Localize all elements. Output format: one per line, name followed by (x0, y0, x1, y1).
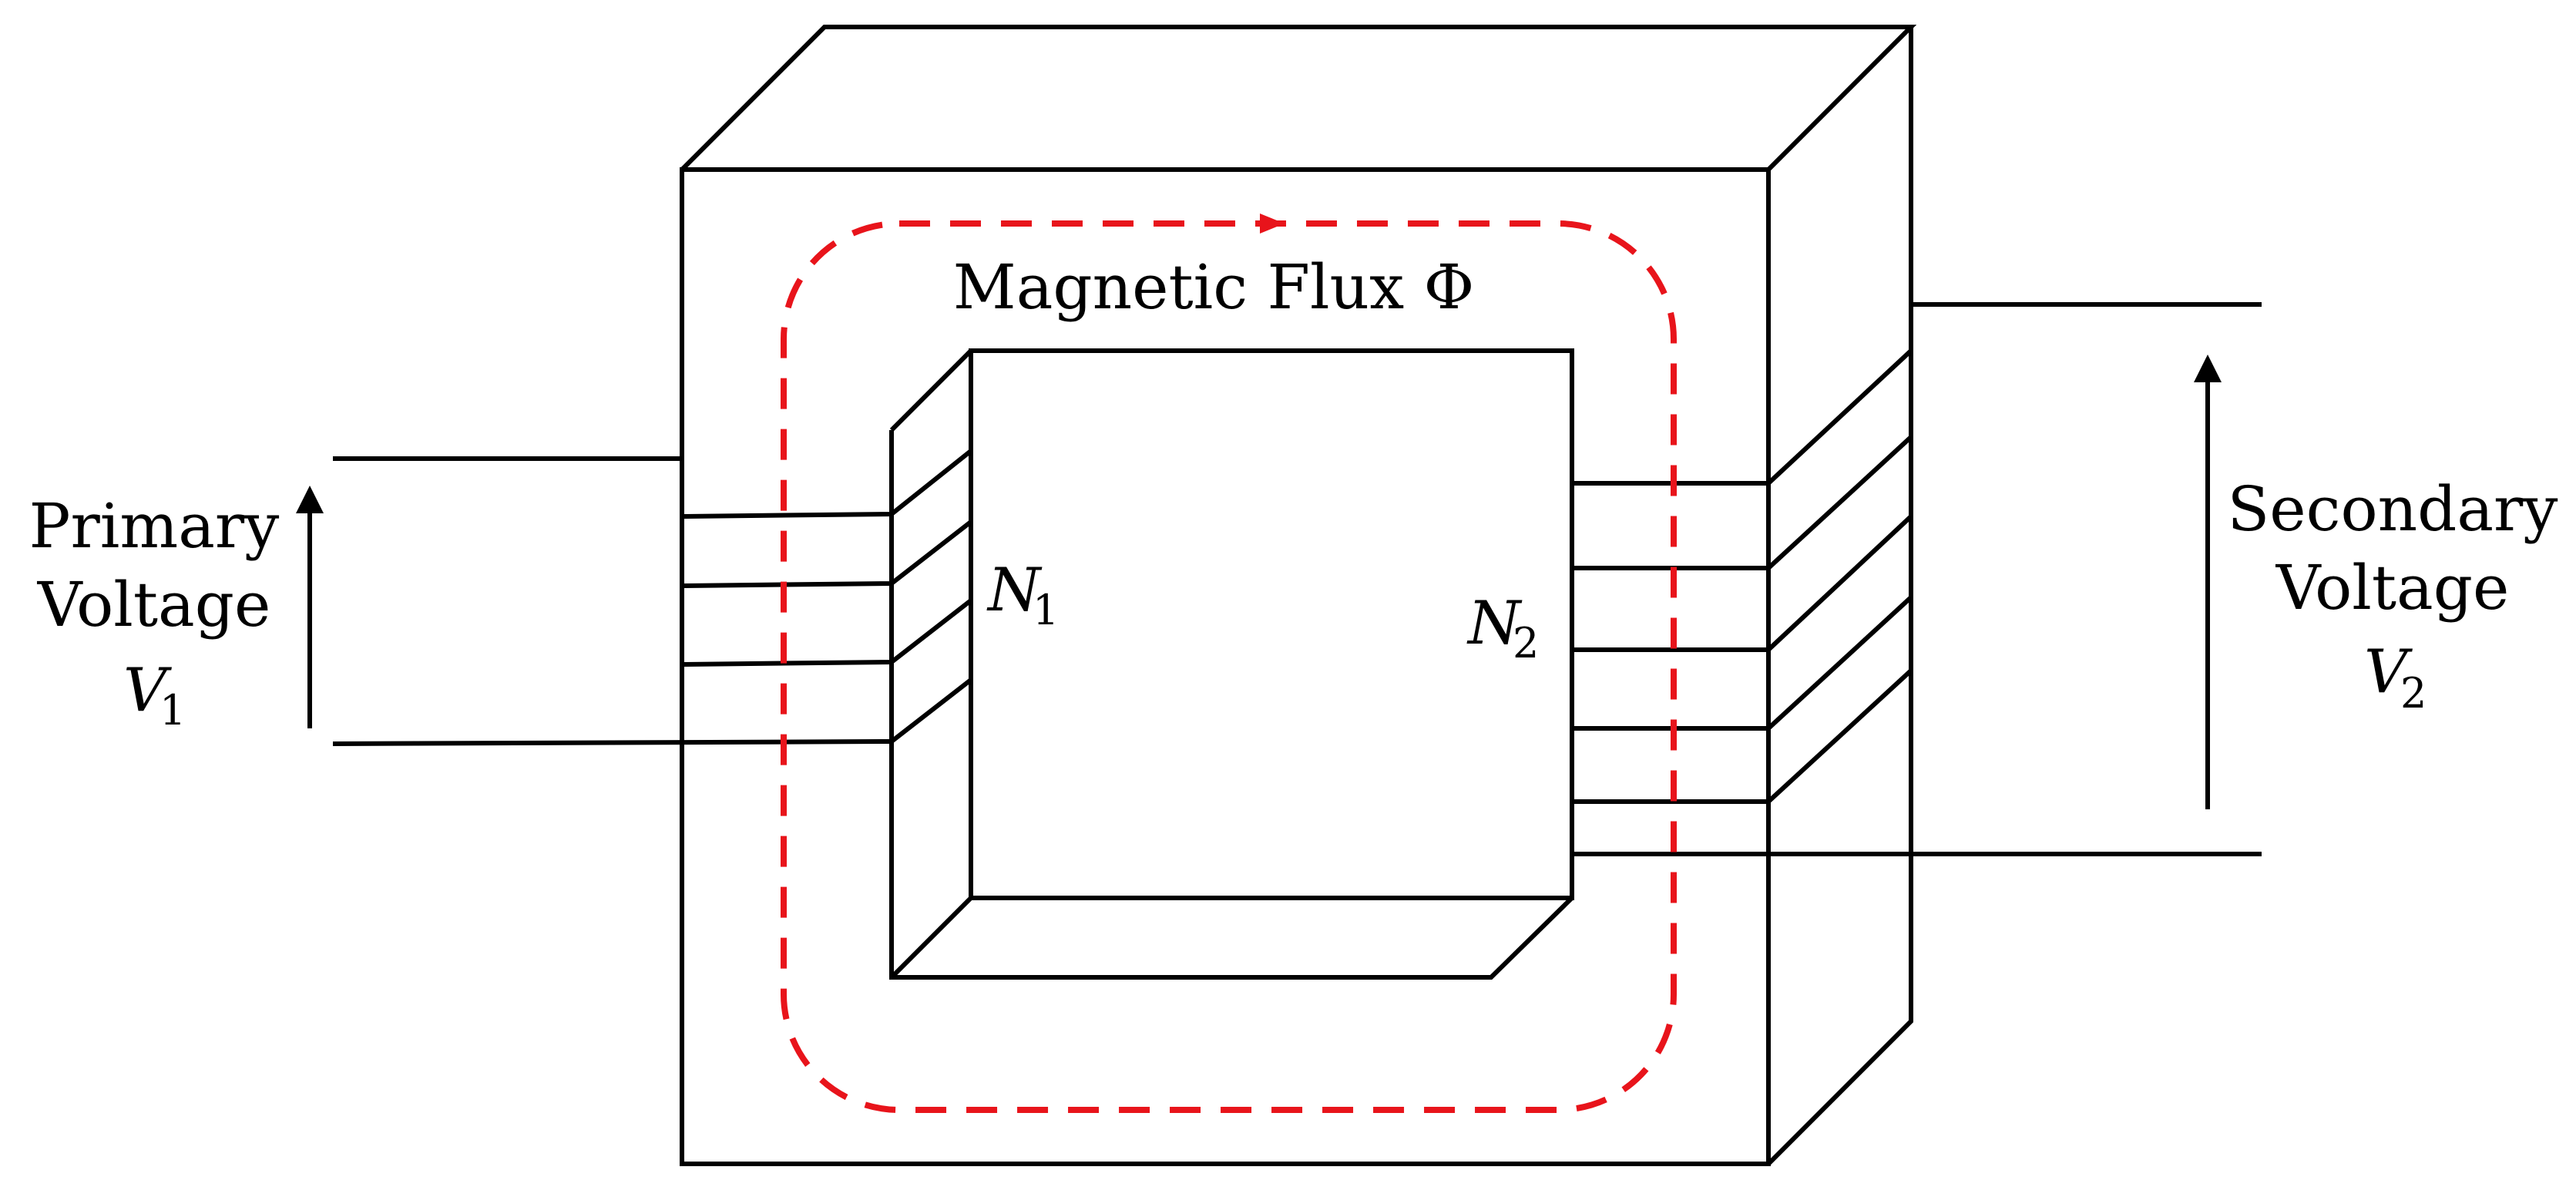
primary-turn-1 (681, 449, 972, 519)
secondary-symbol-letter: V (2364, 637, 2413, 707)
n2-subscript: 2 (1513, 619, 1539, 667)
n1-letter: N (986, 556, 1043, 625)
primary-turn-3 (681, 598, 972, 667)
n2-label: N 2 (1466, 589, 1539, 667)
secondary-winding (1572, 302, 2262, 856)
secondary-turn-4 (1572, 595, 1913, 731)
secondary-symbol-subscript: 2 (2400, 669, 2427, 718)
secondary-turn-5 (1572, 668, 1913, 804)
secondary-label-line1: Secondary (2228, 473, 2558, 545)
core-right-face (1766, 27, 1913, 1166)
primary-lead-bottom (332, 739, 892, 746)
secondary-symbol: V 2 (2364, 637, 2427, 718)
primary-turn-2 (681, 519, 972, 588)
secondary-turn-3 (1572, 514, 1913, 652)
primary-turn-4 (890, 678, 972, 744)
flux-loop (781, 220, 1677, 1113)
primary-symbol: V 1 (123, 656, 186, 735)
primary-winding (332, 449, 972, 746)
primary-symbol-letter: V (123, 656, 172, 725)
flux-label: Magnetic Flux Φ (953, 251, 1474, 323)
flux-direction-arrow (1260, 214, 1285, 234)
core-front-face (680, 167, 1771, 1166)
secondary-turn-2 (1572, 435, 1913, 570)
transformer-core (680, 25, 1917, 1166)
magnetic-flux-path (781, 214, 1677, 1113)
core-window-front-edge (889, 430, 1574, 980)
core-window-bottom-left-edge (889, 896, 973, 980)
core-top-face (680, 25, 1917, 172)
secondary-turn-1 (1572, 348, 1913, 486)
secondary-label-line2: Voltage (2275, 552, 2510, 624)
n1-subscript: 1 (1033, 586, 1059, 634)
primary-symbol-subscript: 1 (160, 686, 186, 735)
core-window-back (969, 348, 1574, 900)
primary-label-line2: Voltage (37, 569, 271, 641)
n1-label: N 1 (986, 556, 1059, 634)
core-window-top-left-edge (889, 348, 973, 432)
n2-letter: N (1466, 589, 1523, 658)
primary-label-line1: Primary (29, 490, 280, 562)
